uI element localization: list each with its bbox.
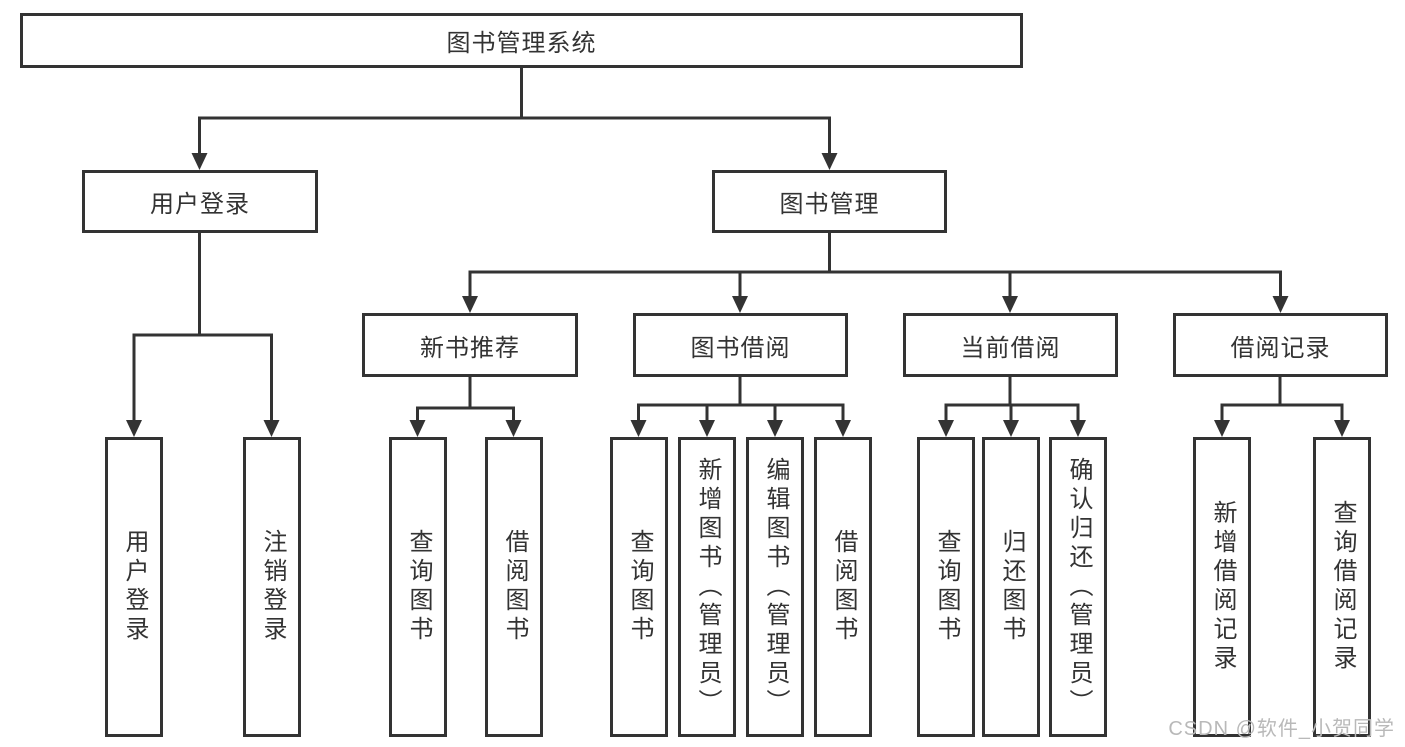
node-book-borrow: 图书借阅 xyxy=(633,313,848,377)
leaf-query-book-3: 查询图书 xyxy=(917,437,975,737)
node-new-book-rec: 新书推荐 xyxy=(362,313,578,377)
leaf-logout: 注销登录 xyxy=(243,437,301,737)
node-book-mgmt: 图书管理 xyxy=(712,170,947,233)
leaf-user-login: 用户登录 xyxy=(105,437,163,737)
leaf-confirm-return-admin: 确认归还（管理员） xyxy=(1049,437,1107,737)
leaf-return-book: 归还图书 xyxy=(982,437,1040,737)
leaf-edit-book-admin: 编辑图书（管理员） xyxy=(746,437,804,737)
watermark: CSDN @软件_小贺同学 xyxy=(1168,718,1395,740)
leaf-query-book-2: 查询图书 xyxy=(610,437,668,737)
node-root: 图书管理系统 xyxy=(20,13,1023,68)
leaf-add-borrow-record: 新增借阅记录 xyxy=(1193,437,1251,737)
leaf-add-book-admin: 新增图书（管理员） xyxy=(678,437,736,737)
leaf-borrow-book-1: 借阅图书 xyxy=(485,437,543,737)
leaf-borrow-book-2: 借阅图书 xyxy=(814,437,872,737)
node-borrow-record: 借阅记录 xyxy=(1173,313,1388,377)
node-user-login: 用户登录 xyxy=(82,170,318,233)
node-current-borrow: 当前借阅 xyxy=(903,313,1118,377)
leaf-query-book-1: 查询图书 xyxy=(389,437,447,737)
leaf-query-borrow-record: 查询借阅记录 xyxy=(1313,437,1371,737)
